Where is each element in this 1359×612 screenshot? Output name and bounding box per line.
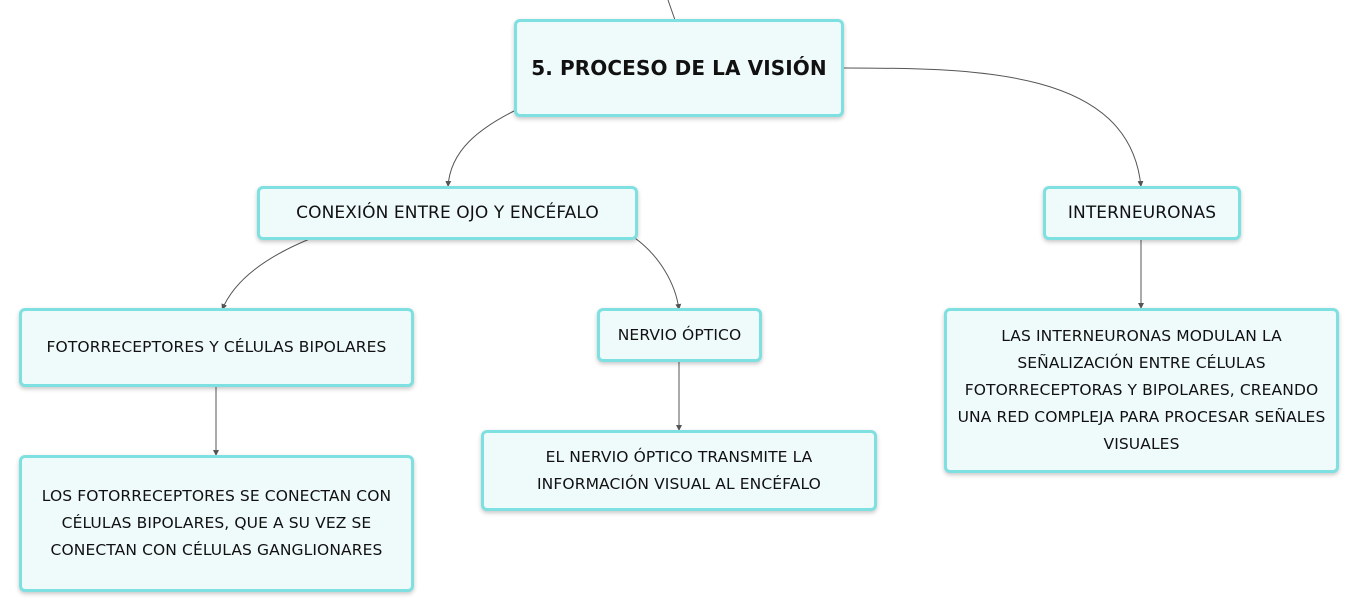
detail-node-fotorreceptores[interactable]: LOS FOTORRECEPTORES SE CONECTAN CON CÉLU… bbox=[19, 455, 414, 592]
subtopic-node-fotorreceptores[interactable]: FOTORRECEPTORES Y CÉLULAS BIPOLARES bbox=[19, 308, 414, 387]
connector-root-to-conexion bbox=[445, 109, 517, 188]
branch-node-interneuronas[interactable]: INTERNEURONAS bbox=[1043, 186, 1241, 240]
subtopic-node-nervio-optico[interactable]: NERVIO ÓPTICO bbox=[597, 308, 762, 362]
subtopic-node-nervio-optico-label: NERVIO ÓPTICO bbox=[617, 325, 742, 344]
detail-node-fotorreceptores-text: LOS FOTORRECEPTORES SE CONECTAN CON CÉLU… bbox=[41, 487, 392, 559]
connector-conexion-to-fotorreceptores bbox=[221, 237, 313, 311]
detail-node-nervio-optico[interactable]: EL NERVIO ÓPTICO TRANSMITE LA INFORMACIÓ… bbox=[481, 430, 877, 511]
connector-root-to-interneuronas bbox=[842, 67, 1144, 188]
branch-node-conexion[interactable]: CONEXIÓN ENTRE OJO Y ENCÉFALO bbox=[257, 186, 638, 240]
connector-conexion-to-nervio bbox=[631, 235, 682, 311]
branch-node-interneuronas-label: INTERNEURONAS bbox=[1067, 202, 1217, 223]
root-node[interactable]: 5. PROCESO DE LA VISIÓN bbox=[514, 19, 844, 117]
subtopic-node-fotorreceptores-label: FOTORRECEPTORES Y CÉLULAS BIPOLARES bbox=[46, 338, 387, 356]
detail-node-nervio-optico-text: EL NERVIO ÓPTICO TRANSMITE LA INFORMACIÓ… bbox=[537, 447, 821, 493]
root-node-label: 5. PROCESO DE LA VISIÓN bbox=[531, 55, 827, 80]
branch-node-conexion-label: CONEXIÓN ENTRE OJO Y ENCÉFALO bbox=[296, 202, 599, 223]
detail-node-interneuronas-text: LAS INTERNEURONAS MODULAN LA SEÑALIZACIÓ… bbox=[957, 327, 1326, 453]
connector-incoming-root bbox=[667, 0, 676, 21]
detail-node-interneuronas[interactable]: LAS INTERNEURONAS MODULAN LA SEÑALIZACIÓ… bbox=[944, 308, 1339, 473]
